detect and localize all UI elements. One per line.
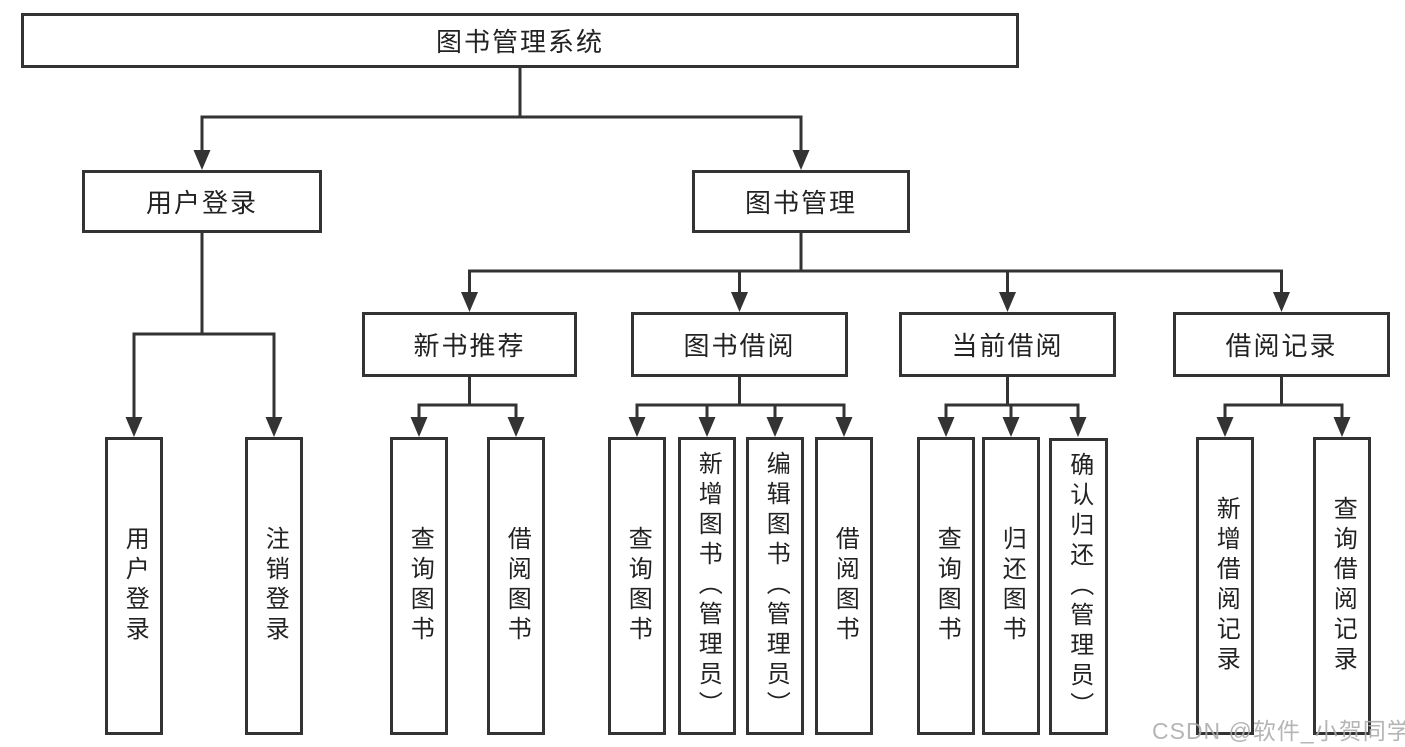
leaf-user-login: 用户登录 <box>105 437 163 735</box>
leaf-borrowing-query-books: 查询图书 <box>608 437 666 735</box>
leaf-current-return-books: 归还图书 <box>982 437 1040 735</box>
leaf-recommend-borrow-books: 借阅图书 <box>487 437 545 735</box>
leaf-current-query-books: 查询图书 <box>917 437 975 735</box>
node-user-login: 用户登录 <box>82 170 322 233</box>
node-borrowing-records: 借阅记录 <box>1173 312 1390 377</box>
leaf-records-query-record: 查询借阅记录 <box>1313 437 1371 735</box>
node-book-management: 图书管理 <box>692 170 910 233</box>
leaf-recommend-query-books: 查询图书 <box>390 437 448 735</box>
leaf-logout: 注销登录 <box>245 437 303 735</box>
node-book-borrowing: 图书借阅 <box>631 312 848 377</box>
watermark: CSDN @软件_小贺同学 <box>1152 718 1405 744</box>
leaf-borrowing-add-books-admin: 新增图书（管理员） <box>678 437 736 735</box>
node-library-management-system: 图书管理系统 <box>21 13 1019 68</box>
node-new-book-recommendation: 新书推荐 <box>362 312 577 377</box>
leaf-borrowing-borrow-books: 借阅图书 <box>815 437 873 735</box>
leaf-borrowing-edit-books-admin: 编辑图书（管理员） <box>746 437 804 735</box>
leaf-current-confirm-return-admin: 确认归还（管理员） <box>1049 438 1108 735</box>
node-current-borrowing: 当前借阅 <box>899 312 1116 377</box>
leaf-records-add-record: 新增借阅记录 <box>1196 437 1254 735</box>
